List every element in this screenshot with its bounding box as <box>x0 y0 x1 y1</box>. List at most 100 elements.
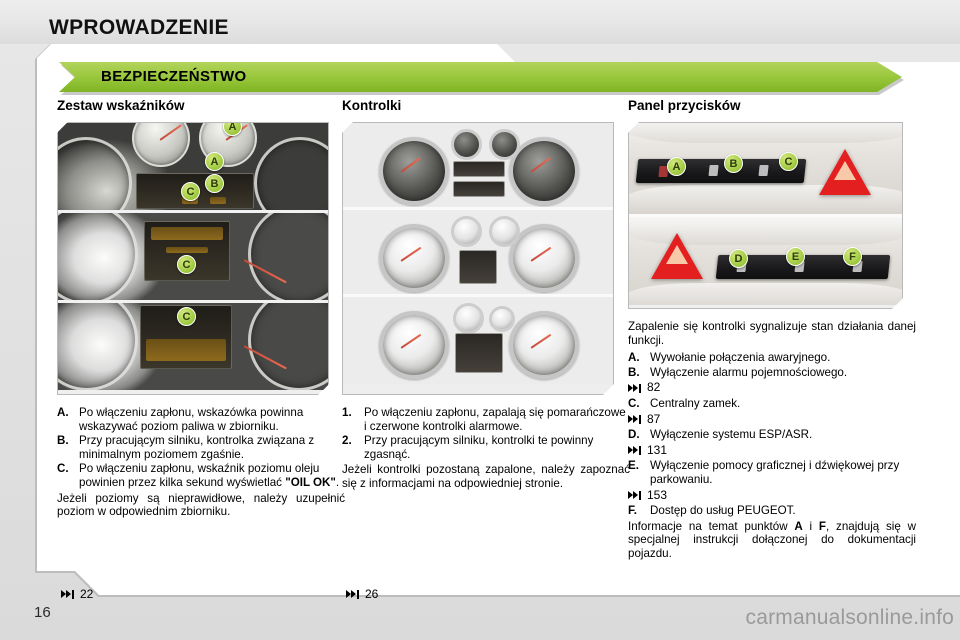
list-item: C. Centralny zamek. <box>628 397 916 411</box>
item-key: D. <box>628 428 640 442</box>
item-key: B. <box>628 365 640 379</box>
item-key: A. <box>628 351 640 365</box>
page-reference-number: 26 <box>365 587 379 601</box>
aux-gauge-right-dark <box>489 129 520 160</box>
callout-bubble-c-1: C <box>181 182 200 201</box>
oil-ok-text <box>151 227 223 240</box>
column-2-paragraph: Jeżeli kontrolki pozostaną zapalone, nal… <box>342 463 630 490</box>
oil-ok-emphasis: "OIL OK" <box>285 475 336 489</box>
item-text: Przy pracującym silniku, kontrolki te po… <box>364 434 594 461</box>
callout-bubble-f-panel: F <box>843 247 862 266</box>
item-text: Wyłączenie pomocy graficznej i dźwiękowe… <box>650 459 900 486</box>
page-reference-153[interactable]: 153 <box>628 488 916 503</box>
page-reference-82[interactable]: 82 <box>628 381 916 395</box>
list-item: D. Wyłączenie systemu ESP/ASR. <box>628 428 916 442</box>
closing-part-2: , znajdują się w specjalnej instrukcji d… <box>628 519 916 560</box>
dash-highlight-upper <box>629 123 902 143</box>
column-button-panel: Panel przycisków A B C <box>628 98 916 561</box>
page-reference-number: 22 <box>80 587 94 601</box>
column-heading-1: Zestaw wskaźników <box>57 98 185 113</box>
central-lock-button-icon[interactable] <box>758 165 768 176</box>
speedo-dial <box>254 137 328 210</box>
list-item: A. Po włączeniu zapłonu, wskazówka powin… <box>57 406 345 433</box>
closing-part-1: Informacje na temat punktów <box>628 519 795 533</box>
page-reference-number: 82 <box>647 380 661 395</box>
aux-gauge-left-dark <box>451 129 482 160</box>
cluster-photo-top: A A B C <box>58 123 328 210</box>
item-text: Wyłączenie alarmu pojemnościowego. <box>650 365 848 379</box>
page-ref-arrow-icon <box>628 383 641 393</box>
column-3-intro: Zapalenie się kontrolki sygnalizuje stan… <box>628 320 916 347</box>
speedo-light-a <box>509 224 579 292</box>
alarm-button-icon[interactable] <box>708 165 718 176</box>
item-key: C. <box>628 396 640 410</box>
item-text: Wywołanie połączenia awaryjnego. <box>650 351 831 365</box>
page-ref-arrow-icon <box>61 589 74 599</box>
page-ref-arrow-icon <box>628 490 641 500</box>
item-key: 2. <box>342 434 352 448</box>
item-text: Wyłączenie systemu ESP/ASR. <box>650 428 813 442</box>
page-reference-131[interactable]: 131 <box>628 443 916 458</box>
figure-button-panel: A B C D E F <box>628 122 903 309</box>
item-text: Po włączeniu zapłonu, zapalają się pomar… <box>364 406 626 433</box>
list-item: 2. Przy pracującym silniku, kontrolki te… <box>342 434 630 461</box>
callout-bubble-b-panel: B <box>724 154 743 173</box>
page-title: WPROWADZENIE <box>49 16 229 39</box>
page-reference-87[interactable]: 87 <box>628 412 916 427</box>
item-text-main: Po włączeniu zapłonu, wskaźnik poziomu o… <box>79 462 320 489</box>
cluster-photo-middle: C <box>58 210 328 300</box>
callout-bubble-a-top: A <box>223 123 242 136</box>
column-3-closing: Informacje na temat punktów A i F, znajd… <box>628 520 916 561</box>
cluster-photo-bottom: C <box>58 300 328 390</box>
figure-cluster-variants <box>342 122 614 395</box>
tacho-light-b <box>379 311 449 379</box>
callout-bubble-b: B <box>205 174 224 193</box>
speedo-dark <box>509 137 579 205</box>
fuel-gauge <box>132 123 190 167</box>
item-key: C. <box>57 462 69 476</box>
hazard-button-lower[interactable] <box>651 233 703 279</box>
tacho-dial <box>58 137 132 210</box>
column-1-text: A. Po włączeniu zapłonu, wskazówka powin… <box>57 406 345 519</box>
column-heading-3: Panel przycisków <box>628 98 741 113</box>
aux-gauge-left-light-a <box>451 216 482 247</box>
aux-gauge-right-light-b <box>489 306 515 332</box>
tacho-dial-3 <box>58 300 138 390</box>
cluster-variant-dark <box>343 123 613 210</box>
column-warning-lights: Kontrolki <box>342 98 630 601</box>
callout-bubble-a-panel: A <box>667 157 686 176</box>
section-banner: BEZPIECZEŃSTWO <box>59 62 904 95</box>
callout-bubble-d-panel: D <box>729 249 748 268</box>
page-reference-22[interactable]: 22 <box>61 587 93 601</box>
page-reference-26[interactable]: 26 <box>346 587 378 601</box>
screen-dark-1 <box>453 161 505 177</box>
item-text: Po włączeniu zapłonu, wskaźnik poziomu o… <box>79 462 345 489</box>
list-item: A. Wywołanie połączenia awaryjnego. <box>628 351 916 365</box>
hazard-triangle-icon <box>834 161 856 180</box>
item-key: 1. <box>342 406 352 419</box>
hazard-triangle-icon <box>666 245 688 264</box>
item-text-tail: . <box>335 475 340 489</box>
closing-mid: i <box>802 519 819 533</box>
column-instrument-panel: Zestaw wskaźników A A B C <box>57 98 345 601</box>
list-item: C. Po włączeniu zapłonu, wskaźnik poziom… <box>57 462 345 489</box>
item-key: E. <box>628 459 639 473</box>
closing-bold-f: F <box>818 519 827 533</box>
screen-light-b <box>455 333 503 373</box>
hazard-button-upper[interactable] <box>819 149 871 195</box>
item-text: Przy pracującym silniku, kontrolka związ… <box>79 434 315 461</box>
speedo-dial-3 <box>248 300 328 390</box>
figure-instrument-cluster: A A B C C C <box>57 122 329 395</box>
list-item: B. Przy pracującym silniku, kontrolka zw… <box>57 434 345 461</box>
list-item: 1. Po włączeniu zapłonu, zapalają się po… <box>342 406 630 433</box>
screen-light-a <box>459 250 497 284</box>
cluster-variant-light-b <box>343 297 613 384</box>
callout-bubble-c-panel: C <box>779 152 798 171</box>
item-text: Dostęp do usług PEUGEOT. <box>650 504 796 518</box>
dash-highlight-lower-2 <box>629 283 902 305</box>
speedo-dial-2 <box>248 210 328 300</box>
page-ref-arrow-icon <box>628 446 641 456</box>
screen-dark-2 <box>453 181 505 197</box>
item-text: Centralny zamek. <box>650 396 741 410</box>
